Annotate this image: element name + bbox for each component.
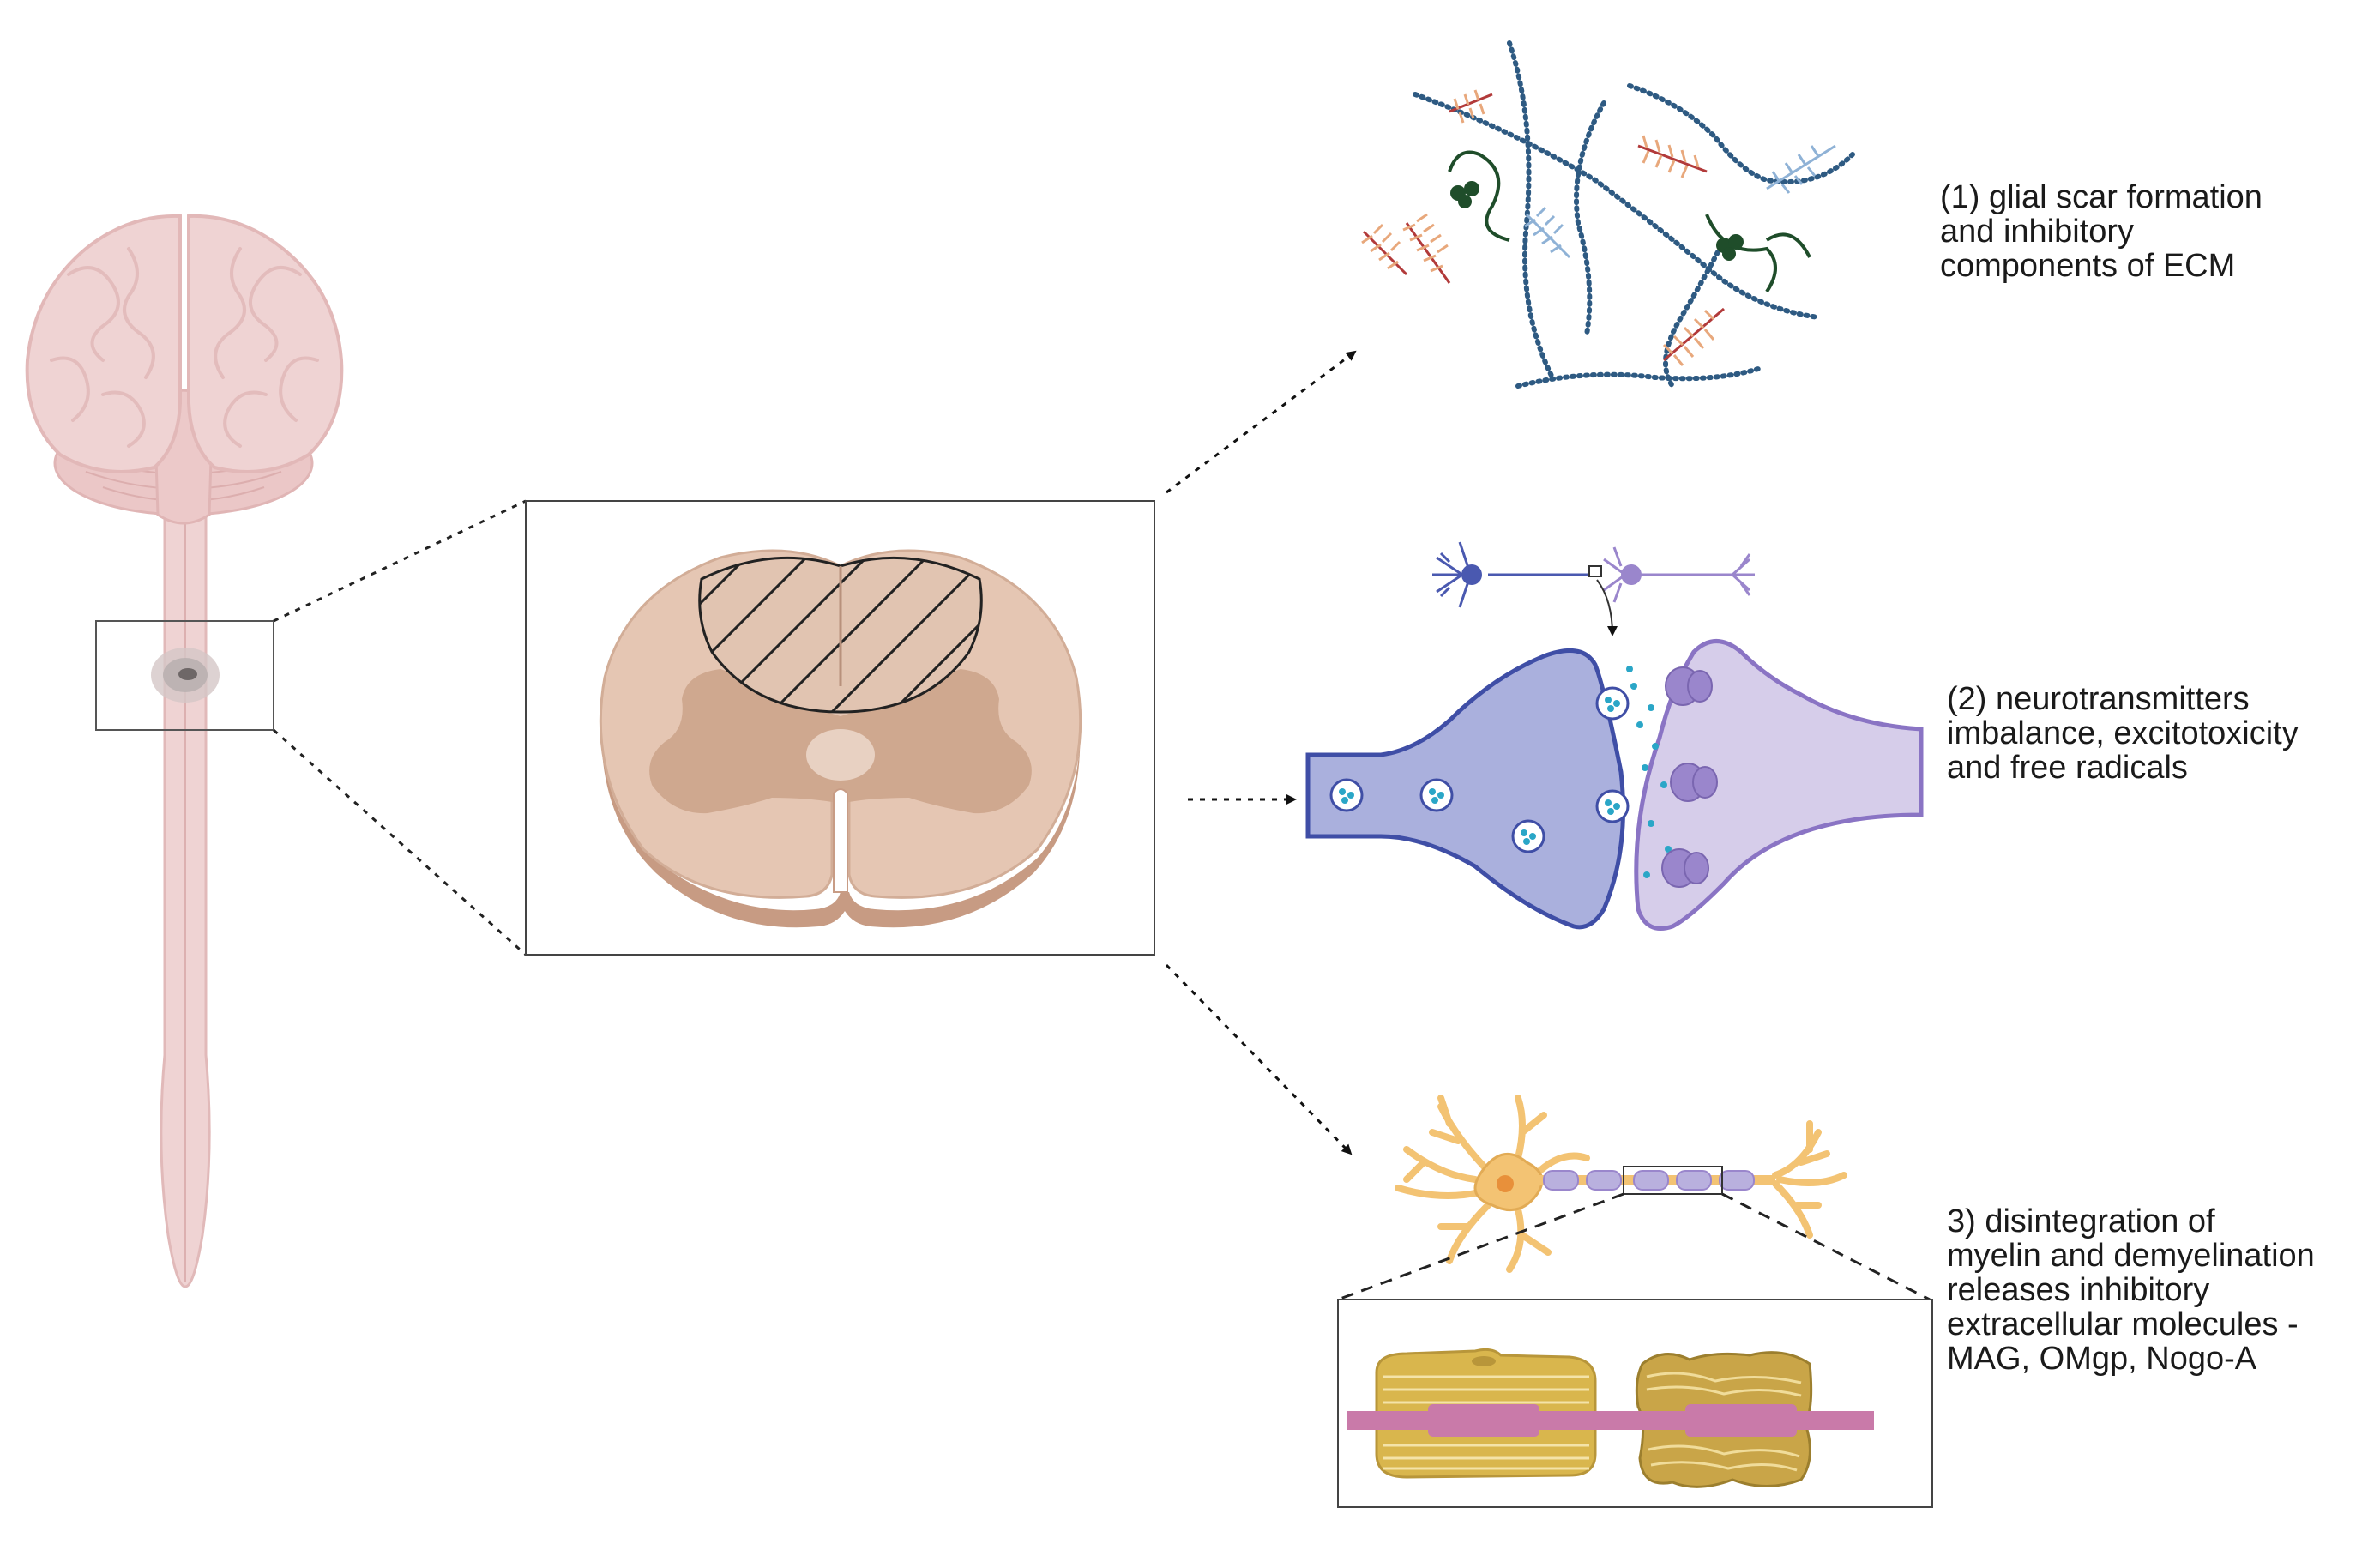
arrow-to-neuron [1165, 963, 1353, 1155]
arrow-to-ecm [1166, 350, 1357, 494]
neuron-illustration [1395, 1095, 1847, 1273]
postsynaptic-terminal [1634, 639, 1924, 931]
brain-spinal-cord-illustration [25, 214, 344, 1288]
injury-site-box [95, 620, 274, 731]
caption-demyelination-text: 3) disintegration of myelin and demyelin… [1947, 1203, 2315, 1377]
receptors [1661, 666, 1718, 888]
caption-glial-scar-text: (1) glial scar formation and inhibitory … [1940, 179, 2263, 284]
presynaptic-terminal [1305, 648, 1625, 930]
synapse-illustration [1305, 639, 1924, 931]
neuron-pair-inset [1432, 541, 1755, 636]
myelin-zoom-lines [1337, 1192, 1931, 1301]
zoom-lines [273, 499, 527, 956]
left-cerebral-hemisphere [25, 214, 182, 473]
myelin-panel [1337, 1299, 1933, 1508]
synaptic-vesicles [1329, 686, 1630, 853]
caption-neurotransmitters-text: (2) neurotransmitters imbalance, excitot… [1947, 681, 2299, 786]
cord-cross-section-panel [525, 500, 1155, 956]
ecm-network-illustration [1361, 40, 1855, 389]
pathway-arrows [1165, 350, 1357, 1155]
right-cerebral-hemisphere [187, 214, 344, 473]
